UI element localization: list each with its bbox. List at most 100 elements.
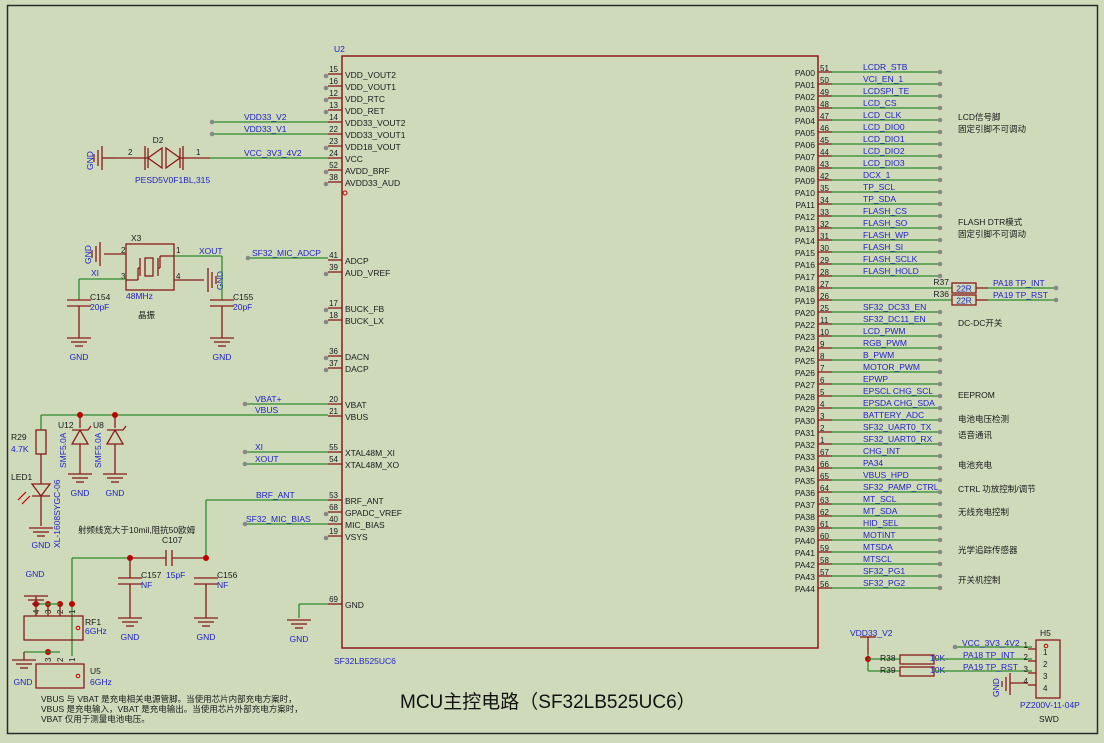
annotation-text: 固定引脚不可调动 bbox=[958, 124, 1027, 134]
ground-icon bbox=[287, 619, 311, 629]
led-ref: LED1 bbox=[11, 472, 33, 482]
net-label: SF32_MIC_BIAS bbox=[246, 514, 311, 524]
crystal-icon bbox=[144, 257, 154, 277]
mcu-pin-number: 11 bbox=[820, 316, 829, 325]
mcu-pin-number: 68 bbox=[329, 503, 338, 512]
unconnected-pin-dot bbox=[323, 97, 329, 103]
mcu-pin-number: 45 bbox=[820, 136, 829, 145]
net-end-dot bbox=[937, 585, 943, 591]
mcu-pin-number: 16 bbox=[329, 77, 338, 86]
net-end-dot bbox=[937, 261, 943, 267]
c157-value: NF bbox=[141, 580, 152, 590]
ground-icon bbox=[1001, 673, 1011, 695]
mcu-pin-name: VSYS bbox=[345, 532, 368, 542]
mcu-pin-number: 58 bbox=[820, 556, 829, 565]
mcu-pin-number: 64 bbox=[820, 484, 829, 493]
net-label: PA19 TP_RST bbox=[993, 290, 1048, 300]
mcu-pin-number: 3 bbox=[820, 412, 825, 421]
mcu-pin-number: 43 bbox=[820, 160, 829, 169]
net-label: LCD_CS bbox=[863, 98, 897, 108]
r38-value: 10K bbox=[930, 653, 945, 663]
mcu-pin-number: 31 bbox=[820, 232, 829, 241]
net-end-dot bbox=[937, 213, 943, 219]
net-end-dot bbox=[937, 129, 943, 135]
net-label: SF32_PG1 bbox=[863, 566, 905, 576]
gnd-label: GND bbox=[121, 632, 140, 642]
net-end-dot bbox=[937, 225, 943, 231]
net-label: SF32_DC11_EN bbox=[863, 314, 926, 324]
net-label: LCD_DIO2 bbox=[863, 146, 905, 156]
net-end-dot bbox=[937, 93, 943, 99]
net-end-dot bbox=[242, 449, 248, 455]
mcu-pin-number: 10 bbox=[820, 328, 829, 337]
swd-pin-inner: 2 bbox=[1043, 660, 1048, 669]
mcu-pin-number: 48 bbox=[820, 100, 829, 109]
mcu-ref: U2 bbox=[334, 44, 345, 54]
net-end-dot bbox=[937, 153, 943, 159]
c156-ref: C156 bbox=[217, 570, 238, 580]
annotation-text: 开关机控制 bbox=[958, 575, 1001, 585]
mcu-pin-number: 66 bbox=[820, 460, 829, 469]
rf-note: 射频线宽大于10mil,阻抗50欧姆 bbox=[78, 525, 196, 535]
mcu-pin-name: PA15 bbox=[795, 248, 815, 258]
ground-icon bbox=[194, 617, 218, 627]
net-label: XOUT bbox=[199, 246, 223, 256]
unconnected-pin-dot bbox=[323, 169, 329, 175]
net-label: LCDSPI_TE bbox=[863, 86, 910, 96]
annotation-text: 语音通讯 bbox=[958, 430, 993, 440]
mcu-pin-name: PA41 bbox=[795, 548, 815, 558]
mcu-pin-number: 4 bbox=[820, 400, 825, 409]
net-label: SF32_UART0_TX bbox=[863, 422, 932, 432]
d2-ref: D2 bbox=[153, 135, 164, 145]
net-end-dot bbox=[937, 81, 943, 87]
net-end-dot bbox=[937, 369, 943, 375]
net-label: VBUS bbox=[255, 405, 278, 415]
annotation-text: 光学追踪传感器 bbox=[958, 545, 1018, 555]
net-end-dot bbox=[937, 477, 943, 483]
mcu-pin-number: 9 bbox=[820, 340, 825, 349]
mcu-pin-name: PA14 bbox=[795, 236, 815, 246]
pin1-marker bbox=[75, 625, 81, 631]
mcu-pin-number: 53 bbox=[329, 491, 338, 500]
mcu-pin-number: 14 bbox=[329, 113, 338, 122]
net-label: MOTINT bbox=[863, 530, 896, 540]
mcu-pin-number: 22 bbox=[329, 125, 338, 134]
net-end-dot bbox=[937, 273, 943, 279]
gnd-label: GND bbox=[32, 540, 51, 550]
annotation-text: DC-DC开关 bbox=[958, 318, 1003, 328]
net-label: BRF_ANT bbox=[256, 490, 295, 500]
mcu-pin-number: 65 bbox=[820, 472, 829, 481]
mcu-pin-name: AVDD33_AUD bbox=[345, 178, 400, 188]
swd-supply: VDD33_V2 bbox=[850, 628, 893, 638]
mcu-pin-number: 59 bbox=[820, 544, 829, 553]
mcu-pin-name: PA03 bbox=[795, 104, 815, 114]
net-end-dot bbox=[937, 393, 943, 399]
mcu-pin-name: BUCK_LX bbox=[345, 316, 384, 326]
mcu-pin-name: PA06 bbox=[795, 140, 815, 150]
mcu-pin-name: PA08 bbox=[795, 164, 815, 174]
mcu-pin-number: 21 bbox=[329, 407, 338, 416]
net-label: XI bbox=[255, 442, 263, 452]
ground-icon bbox=[29, 527, 53, 537]
unconnected-pin-dot bbox=[323, 535, 329, 541]
unconnected-pin-dot bbox=[323, 355, 329, 361]
led-light-icon bbox=[17, 491, 31, 505]
net-label: VDD33_V2 bbox=[244, 112, 287, 122]
net-label: FLASH_CS bbox=[863, 206, 907, 216]
mcu-pin-name: PA32 bbox=[795, 440, 815, 450]
d2-pin: 1 bbox=[196, 148, 201, 157]
net-label: FLASH_WP bbox=[863, 230, 909, 240]
ground-icon bbox=[103, 473, 127, 483]
annotation-text: FLASH DTR模式 bbox=[958, 217, 1023, 227]
mcu-pin-name: PA17 bbox=[795, 272, 815, 282]
mcu-pin-name: PA04 bbox=[795, 116, 815, 126]
unconnected-pin-dot bbox=[323, 109, 329, 115]
r29-value: 4.7K bbox=[11, 444, 29, 454]
net-label: LCD_DIO0 bbox=[863, 122, 905, 132]
mcu-pin-name: PA42 bbox=[795, 560, 815, 570]
mcu-pin-name: PA05 bbox=[795, 128, 815, 138]
mcu-pin-name: PA09 bbox=[795, 176, 815, 186]
mcu-pin-number: 47 bbox=[820, 112, 829, 121]
net-end-dot bbox=[937, 537, 943, 543]
